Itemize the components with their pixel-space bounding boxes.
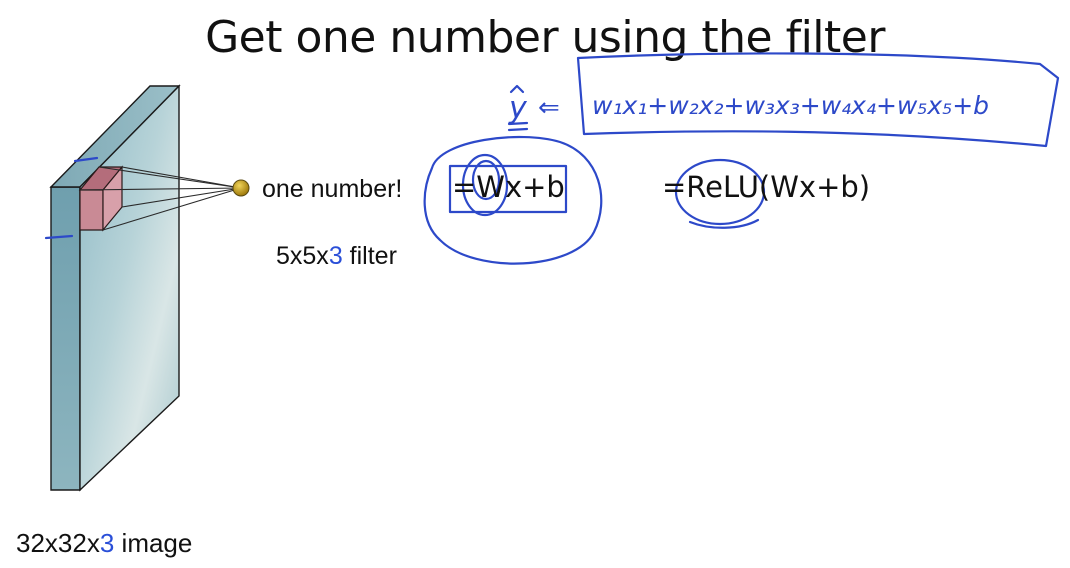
input-volume xyxy=(49,84,181,492)
y-hat-caret xyxy=(509,84,525,94)
image-size-suffix: image xyxy=(114,528,193,558)
volume-top-face xyxy=(49,85,181,188)
y-hat-underline-2 xyxy=(507,127,529,132)
image-size-label: 32x32x3 image xyxy=(16,528,192,559)
image-depth-value: 3 xyxy=(99,528,115,558)
equation-relu: =ReLU(Wx+b) xyxy=(662,170,871,204)
filter-size-label: 5x5x3 filter xyxy=(276,242,397,271)
y-hat-symbol: y xyxy=(508,91,528,126)
output-neuron xyxy=(232,179,250,197)
expansion-box xyxy=(576,52,1060,148)
filter-left-face xyxy=(79,189,104,231)
image-size-prefix: 32x32x xyxy=(16,528,100,558)
projection-lines xyxy=(79,166,242,231)
filter-size-suffix: filter xyxy=(342,242,397,270)
annotation-tick-left xyxy=(44,234,74,240)
filter-size-prefix: 5x5x xyxy=(276,242,329,270)
one-number-label: one number! xyxy=(262,175,403,203)
relu-underline xyxy=(688,218,760,229)
expansion-formula: w₁x₁+w₂x₂+w₃x₃+w₄x₄+w₅x₅+b xyxy=(592,91,989,120)
filter-top-face xyxy=(78,166,124,191)
handwritten-annotations: y ⇐ w₁x₁+w₂x₂+w₃x₃+w₄x₄+w₅x₅+b xyxy=(423,52,1060,265)
filter-depth-value: 3 xyxy=(328,242,343,270)
filter-front-face xyxy=(102,165,123,232)
slide-title: Get one number using the filter xyxy=(205,12,885,63)
volume-front-face xyxy=(79,84,180,492)
equation-wx-plus-b: =Wx+b xyxy=(452,170,565,204)
annotation-tick-top xyxy=(73,156,99,163)
volume-left-face xyxy=(50,186,81,491)
filter-cube xyxy=(78,165,124,232)
y-hat-underline-1 xyxy=(507,121,529,126)
implied-arrow: ⇐ xyxy=(538,93,560,123)
